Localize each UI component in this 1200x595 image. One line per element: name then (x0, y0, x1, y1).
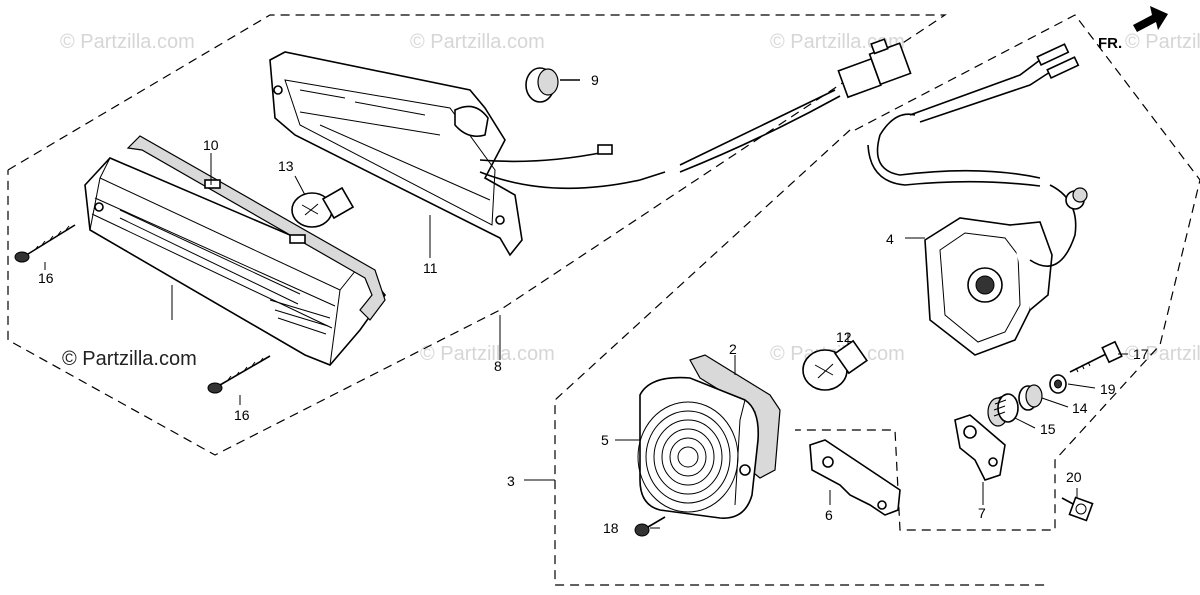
callout-5: 5 (601, 432, 609, 448)
watermark-text: © Partzilla.com (410, 31, 545, 53)
part-screws-front (14, 224, 271, 394)
front-direction-label: FR. (1098, 35, 1122, 52)
callout-14: 13 (278, 158, 294, 174)
watermark-text: © Partzilla.com (1125, 343, 1200, 365)
part-bracket-6 (809, 439, 901, 516)
part-rear-lens (637, 354, 781, 519)
part-washer-19 (1049, 374, 1067, 394)
callout-8: 8 (494, 358, 502, 374)
arrow-icon (1133, 6, 1168, 32)
part-bracket-7 (954, 414, 1006, 481)
callout-7: 7 (978, 505, 986, 521)
callout-12: 14 (1072, 400, 1088, 416)
callout-20: 20 (1066, 469, 1082, 485)
callout-9: 9 (591, 72, 599, 88)
part-rubber-15 (987, 393, 1019, 427)
part-grommet (525, 67, 580, 103)
callout-18: 18 (603, 520, 619, 536)
part-rear-socket (867, 43, 1088, 356)
leader-lines (44, 153, 1128, 529)
callout-3: 3 (507, 473, 515, 489)
callout-19: 19 (1100, 381, 1116, 397)
watermark-text: © Partzilla.com (60, 31, 195, 53)
rear-assembly-boundary-upper (795, 14, 1200, 531)
part-lens-gasket (126, 135, 386, 321)
part-front-lens (84, 157, 387, 366)
part-front-housing (269, 38, 912, 257)
part-front-bulb (291, 186, 355, 228)
callout-2: 2 (729, 341, 737, 357)
part-collar-12 (1018, 384, 1043, 411)
watermark-text: © Partzilla.com (770, 31, 905, 53)
callout-10: 10 (203, 137, 219, 153)
front-direction-indicator: FR. (1098, 6, 1168, 52)
rear-assembly-boundary-lower (554, 129, 1045, 586)
callout-17: 17 (1133, 346, 1149, 362)
part-screw-18 (634, 516, 666, 537)
callout-15: 15 (1040, 421, 1056, 437)
callout-labels: 10 13 9 11 16 16 8 4 12 2 5 3 6 7 17 19 … (38, 72, 1149, 536)
partzilla-watermark: © Partzilla.com (62, 348, 197, 370)
callout-16-lower: 16 (234, 407, 250, 423)
watermark-text: © Partzilla.com (420, 343, 555, 365)
part-rear-bulb (802, 339, 869, 391)
callout-4: 4 (886, 231, 894, 247)
part-bolt-20 (1061, 496, 1094, 522)
callout-6: 6 (825, 507, 833, 523)
part-bolt-17 (1069, 340, 1123, 373)
callout-16: 16 (38, 270, 54, 286)
callout-13: 12 (836, 329, 852, 345)
watermark-text: © Partzilla.com (1125, 31, 1200, 53)
front-assembly-boundary (7, 14, 947, 456)
group-boundaries (7, 14, 1200, 586)
callout-11: 11 (423, 260, 438, 276)
